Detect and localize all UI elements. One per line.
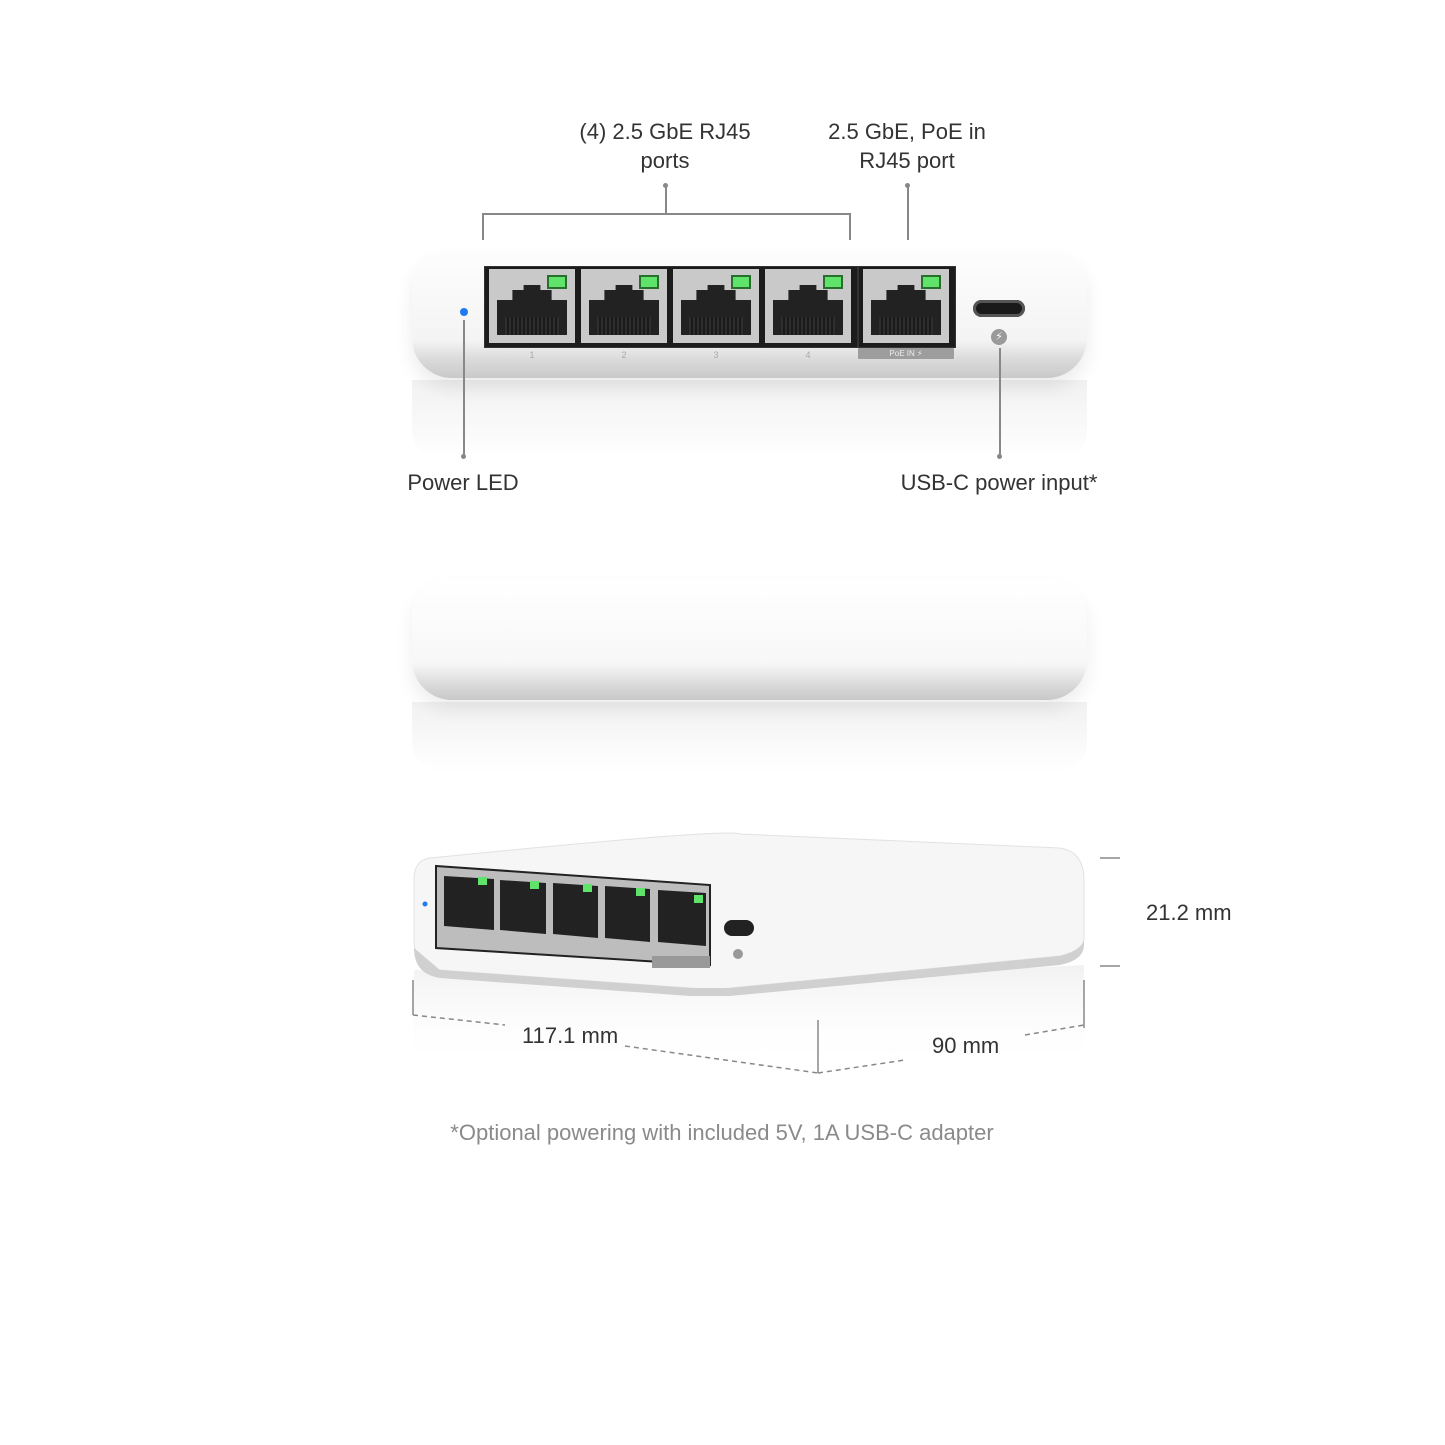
port-number-label: 1 (529, 350, 535, 360)
poe-port-panel (858, 266, 956, 348)
rj45-port (489, 269, 575, 343)
leader-dot (997, 454, 1002, 459)
callout-line: ports (640, 148, 690, 173)
dimension-lines (412, 857, 1120, 1074)
leader-dot (905, 183, 910, 188)
device-bottom-edge (414, 938, 1084, 996)
leader-line (463, 320, 465, 456)
footnote: *Optional powering with included 5V, 1A … (450, 1120, 994, 1145)
rj45-jack (681, 285, 751, 335)
bracket-line (849, 213, 851, 240)
power-led-callout: Power LED (407, 470, 519, 495)
lan-ports-callout: (4) 2.5 GbE RJ45 ports (579, 117, 750, 175)
poe-in-label (652, 956, 710, 968)
leader-dot (663, 183, 668, 188)
poe-port-callout: 2.5 GbE, PoE in RJ45 port (828, 117, 986, 175)
lightning-icon: ⚡ (991, 329, 1007, 345)
rj45-jack (773, 285, 843, 335)
rj45-port (765, 269, 851, 343)
reflection (412, 702, 1087, 772)
lan-port-panel (484, 266, 858, 348)
usb-c-port (973, 300, 1025, 317)
lightning-icon (733, 949, 743, 959)
rj45-poe-port (863, 269, 949, 343)
leader-line (665, 186, 667, 214)
width-dimension: 117.1 mm (522, 1023, 619, 1048)
usbc-callout: USB-C power input* (900, 470, 1098, 495)
rj45-port (581, 269, 667, 343)
rj45-port (673, 269, 759, 343)
switch-perspective-view (412, 832, 1120, 1074)
usb-c-port (724, 920, 754, 936)
link-led-icon (921, 275, 941, 289)
reflection (414, 965, 1084, 1070)
height-dimension: 21.2 mm (1146, 900, 1232, 925)
leader-line (907, 186, 909, 240)
rj45-jacks (444, 876, 706, 946)
rj45-jack (871, 285, 941, 335)
port-number-label: 4 (805, 350, 811, 360)
reflection (412, 380, 1087, 460)
leader-dot (461, 454, 466, 459)
callout-line: (4) 2.5 GbE RJ45 (579, 119, 751, 144)
port-number-label: 3 (713, 350, 719, 360)
link-led-icon (823, 275, 843, 289)
link-leds (478, 877, 703, 903)
callout-line: RJ45 port (859, 148, 955, 173)
leader-line (999, 348, 1001, 456)
port-number-label: 2 (621, 350, 627, 360)
power-led-icon (460, 308, 468, 316)
depth-dimension: 90 mm (932, 1033, 1000, 1058)
switch-side-view (412, 580, 1087, 700)
poe-in-label: PoE IN ⚡ (858, 348, 954, 359)
link-led-icon (639, 275, 659, 289)
rj45-jack (497, 285, 567, 335)
callout-line: 2.5 GbE, PoE in (828, 119, 986, 144)
bracket-line (482, 213, 484, 240)
power-led-icon (422, 901, 428, 907)
rj45-jack (589, 285, 659, 335)
link-led-icon (731, 275, 751, 289)
link-led-icon (547, 275, 567, 289)
